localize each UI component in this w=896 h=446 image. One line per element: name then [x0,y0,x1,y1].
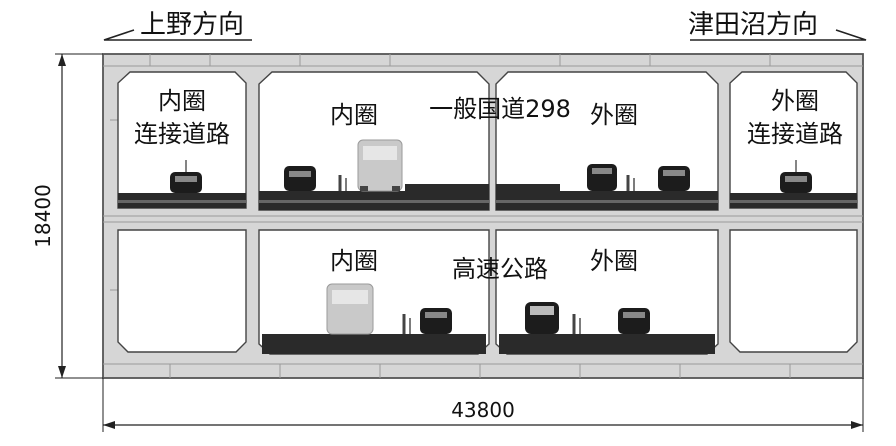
label-upper-inner: 内圈 [330,101,378,129]
arrow-up-icon [58,54,66,66]
dimension-height-label: 18400 [31,184,55,248]
bus-icon [326,283,374,335]
direction-left-label: 上野方向 [140,10,244,40]
road-lower-inner [262,334,486,354]
upper-road-decks [118,184,857,210]
label-lower-inner: 内圈 [330,247,378,275]
car-icon [780,160,812,193]
car-icon [618,308,650,334]
car-icon [525,302,559,334]
car-icon [587,164,617,191]
cyclist-icon [338,175,347,191]
cell-lower-right [729,229,858,353]
dimension-width-label: 43800 [451,398,515,422]
dimension-height: 18400 [31,53,103,379]
label-upper-outer: 外圈 [590,101,638,129]
arrow-left-icon [103,29,252,41]
label-lower-outer: 外圈 [590,247,638,275]
label-upper-left-line2: 连接道路 [134,120,230,148]
road-upper-outer [496,184,718,210]
vehicles-upper [170,139,812,193]
cyclist-icon [626,175,635,191]
label-upper-right-line2: 连接道路 [747,120,843,148]
cyclist-icon [572,314,581,334]
vehicles-lower [326,283,650,335]
label-lower-center: 高速公路 [452,255,548,283]
road-upper-inner [259,184,489,210]
label-upper-center: 一般国道298 [429,95,571,123]
arrow-right-icon [851,421,863,429]
arrow-down-icon [58,366,66,378]
dimension-width: 43800 [102,378,864,432]
road-lower-outer [499,334,715,354]
cell-labels: 内圈 连接道路 外圈 连接道路 内圈 一般国道298 外圈 内圈 高速公路 外圈 [134,87,843,283]
direction-right: 津田沼方向 [688,10,867,41]
lower-road-decks [262,334,715,354]
label-upper-left-line1: 内圈 [158,87,206,115]
car-icon [284,166,316,191]
direction-right-label: 津田沼方向 [688,10,818,40]
car-icon [420,308,452,334]
bus-icon [357,139,403,192]
label-upper-right-line1: 外圈 [771,87,819,115]
lower-cells [117,229,858,355]
arrow-right-icon [690,29,867,41]
cyclist-icon [402,314,411,334]
car-icon [658,166,690,191]
cell-lower-left [117,229,247,353]
car-icon [170,160,202,193]
concrete-joints [103,54,863,378]
arrow-left-icon [103,421,115,429]
direction-left: 上野方向 [103,10,252,41]
